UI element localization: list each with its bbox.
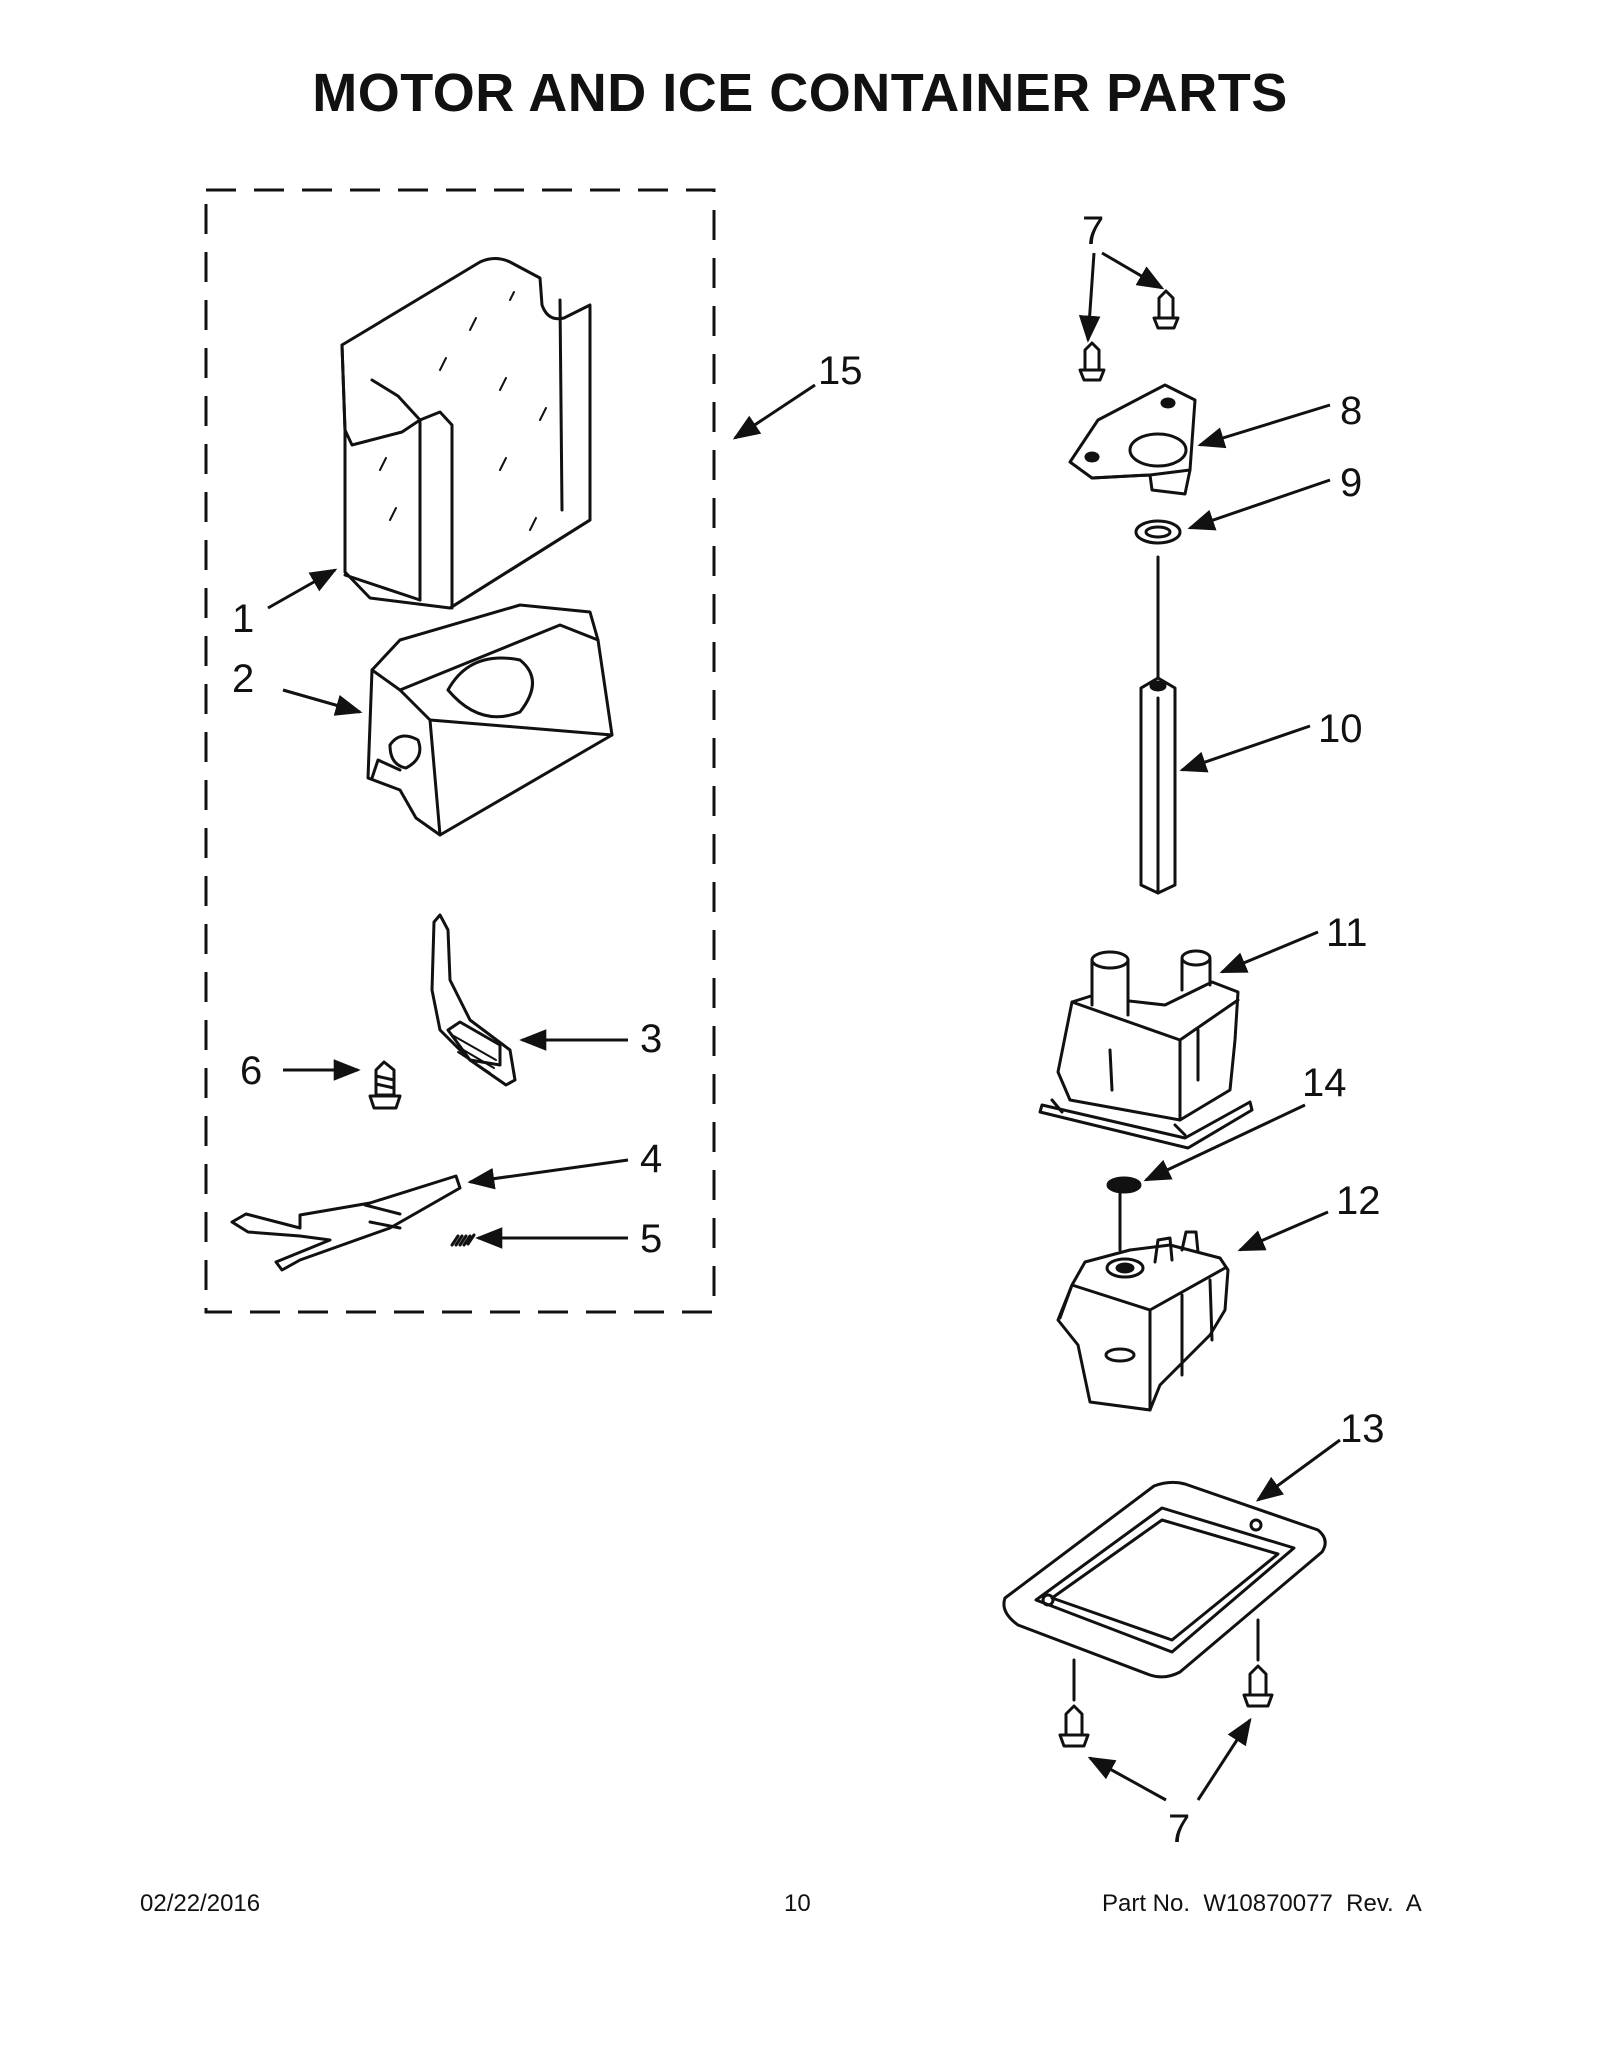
callout-10: 10 — [1318, 707, 1363, 751]
leader-10 — [1179, 724, 1311, 773]
part-1-ice-container — [340, 257, 592, 610]
leader-9 — [1187, 478, 1331, 531]
callout-11: 11 — [1326, 911, 1368, 955]
part-3-paddle — [430, 913, 517, 1087]
leader-8 — [1197, 403, 1331, 449]
part-11-motor-cover — [1038, 949, 1254, 1150]
part-4-lever — [230, 1174, 462, 1272]
part-7-screws-bottom — [1058, 1618, 1274, 1748]
callout-7-top: 7 — [1082, 209, 1104, 253]
callout-9: 9 — [1340, 461, 1362, 505]
callout-4: 4 — [640, 1137, 662, 1181]
part-2-bucket-base — [366, 603, 614, 837]
leader-2 — [282, 688, 363, 716]
part-13-gasket-plate — [1002, 1480, 1327, 1679]
callout-1: 1 — [232, 597, 254, 641]
assembly-15-boundary — [204, 188, 716, 1314]
leader-4 — [467, 1158, 629, 1190]
footer-page-number: 10 — [784, 1890, 811, 1917]
leader-13 — [1255, 1438, 1341, 1502]
leader-7a-right — [1101, 251, 1165, 290]
callout-14: 14 — [1302, 1061, 1347, 1105]
part-9-washer — [1134, 519, 1182, 545]
part-6-screw — [368, 1060, 402, 1110]
leader-12 — [1237, 1210, 1329, 1252]
callout-15: 15 — [818, 349, 863, 393]
part-7-screws-top — [1078, 289, 1180, 382]
callout-12: 12 — [1336, 1179, 1381, 1223]
callout-7-bottom: 7 — [1168, 1807, 1190, 1851]
leader-7b-left — [1087, 1756, 1167, 1802]
callout-3: 3 — [640, 1017, 662, 1061]
callout-6: 6 — [240, 1049, 262, 1093]
callout-2: 2 — [232, 657, 254, 701]
part-10-shaft — [1139, 555, 1177, 895]
footer-part-number: Part No. W10870077 Rev. A — [1102, 1890, 1422, 1917]
callout-13: 13 — [1340, 1407, 1385, 1451]
page-title: MOTOR AND ICE CONTAINER PARTS — [312, 63, 1288, 123]
leader-1 — [267, 568, 338, 610]
leader-14 — [1143, 1103, 1306, 1182]
leader-7b-right — [1196, 1717, 1252, 1801]
leader-15 — [732, 383, 816, 440]
footer-date: 02/22/2016 — [140, 1890, 261, 1917]
part-12-motor — [1056, 1192, 1230, 1412]
part-5-spring — [450, 1233, 476, 1247]
leader-7a-left — [1078, 252, 1101, 343]
part-8-bracket — [1068, 383, 1197, 496]
callout-5: 5 — [640, 1217, 662, 1261]
leader-11 — [1219, 930, 1319, 974]
callout-8: 8 — [1340, 389, 1362, 433]
part-14-disc — [1106, 1176, 1142, 1194]
